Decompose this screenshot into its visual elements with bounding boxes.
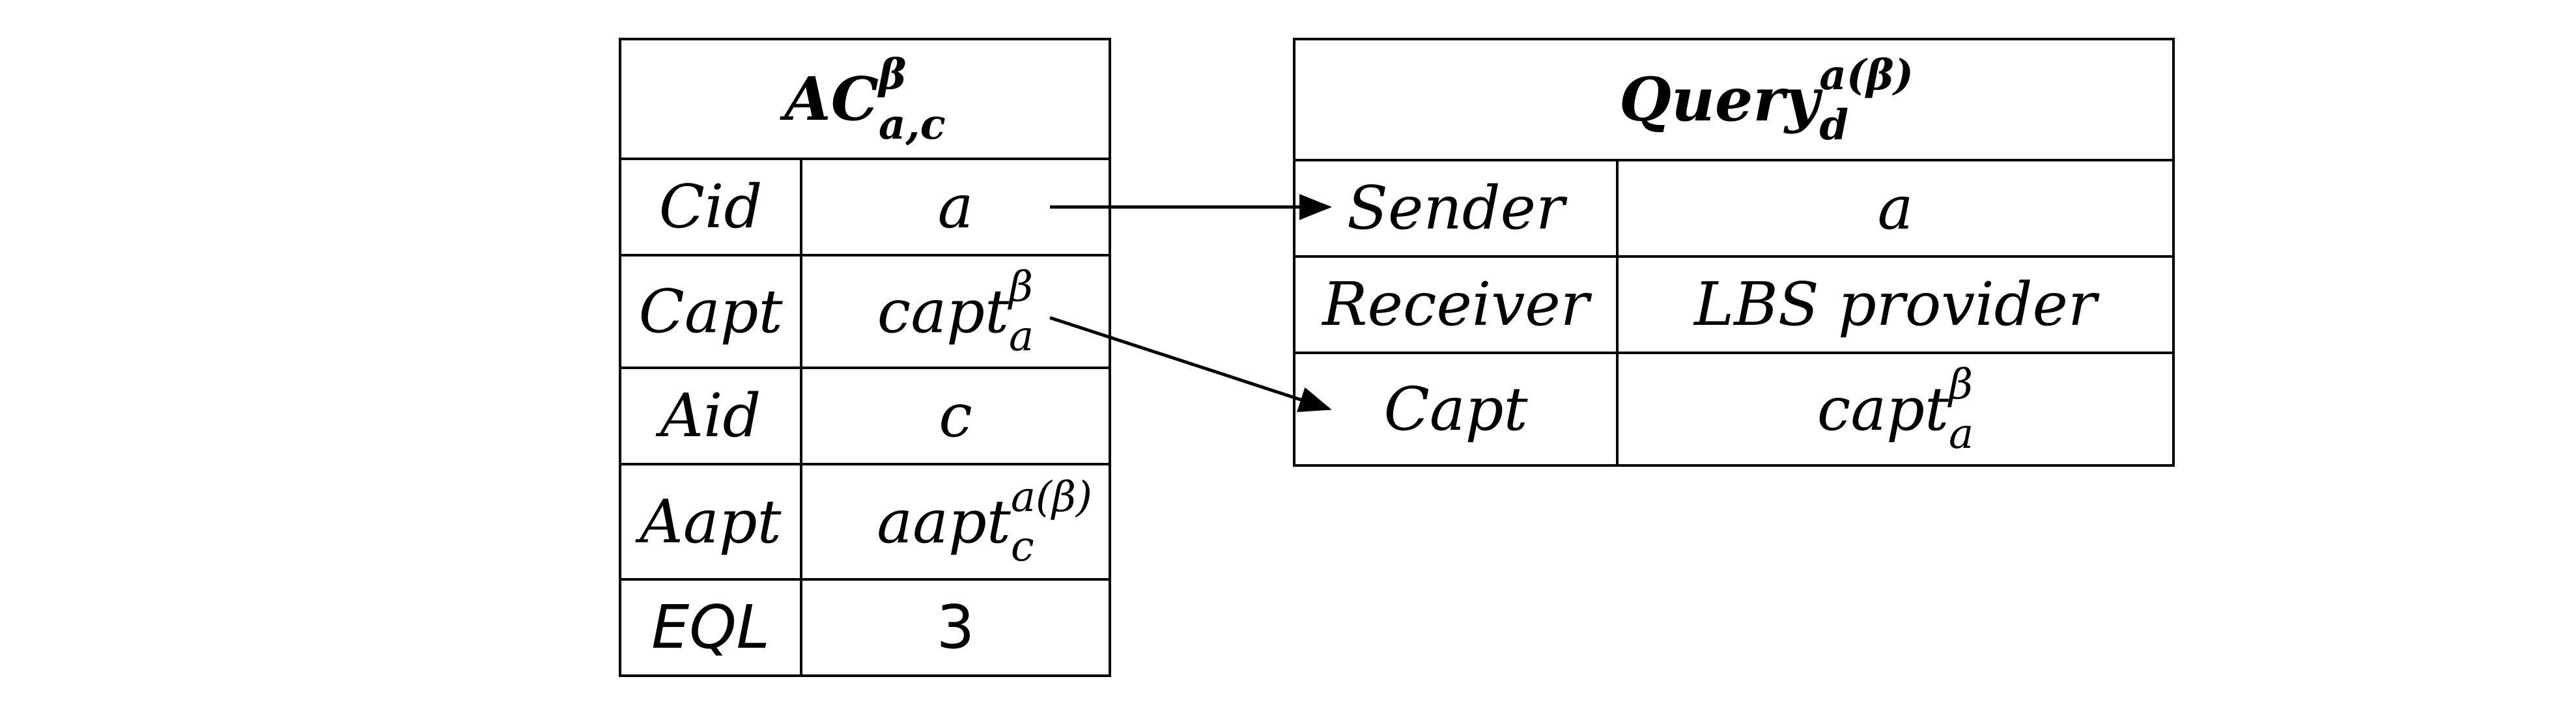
query-key-cell: Sender — [1293, 159, 1619, 258]
ac-capt-sup: β — [1009, 262, 1034, 311]
query-title-sup: a(β) — [1819, 51, 1914, 100]
query-key-cell: Receiver — [1293, 255, 1619, 354]
ac-value-cell: a — [799, 158, 1112, 256]
ac-aapt-base: aapt — [877, 486, 1011, 557]
ac-title-sub: a,c — [878, 100, 946, 149]
ac-row-aid: Aid c — [619, 367, 1112, 465]
query-value-cell: LBS provider — [1616, 255, 2175, 354]
ac-aapt-sup: a(β) — [1010, 473, 1092, 521]
query-row-receiver: Receiver LBS provider — [1293, 255, 2175, 354]
ac-title-base: AC — [784, 64, 879, 134]
ac-capt-base: capt — [877, 276, 1010, 346]
ac-value-cell: 3 — [799, 578, 1112, 677]
ac-key-cell: Capt — [619, 254, 802, 369]
ac-key-cell: EQL — [619, 578, 802, 677]
query-title-scripts: a(β)d — [1819, 55, 1914, 146]
ac-row-eql: EQL 3 — [619, 578, 1112, 677]
ac-key-cell: Aapt — [619, 463, 802, 581]
ac-capt-sub: a — [1009, 312, 1034, 361]
ac-key-cell: Aid — [619, 367, 802, 465]
query-title-base: Query — [1619, 64, 1820, 135]
ac-key-cell: Cid — [619, 158, 802, 256]
ac-aapt-sub: c — [1010, 523, 1034, 572]
ac-row-cid: Cid a — [619, 158, 1112, 256]
ac-title-sup: β — [878, 50, 907, 99]
ac-value-cell: c — [799, 367, 1112, 465]
query-value-cell: a — [1616, 159, 2175, 258]
query-title-sub: d — [1819, 100, 1849, 150]
query-capt-sup: β — [1949, 360, 1974, 409]
ac-aapt-scripts: a(β)c — [1011, 477, 1092, 568]
query-capt-base: capt — [1817, 374, 1949, 444]
query-capt-sub: a — [1949, 410, 1974, 459]
query-key-cell: Capt — [1293, 352, 1619, 467]
query-row-sender: Sender a — [1293, 159, 2175, 258]
